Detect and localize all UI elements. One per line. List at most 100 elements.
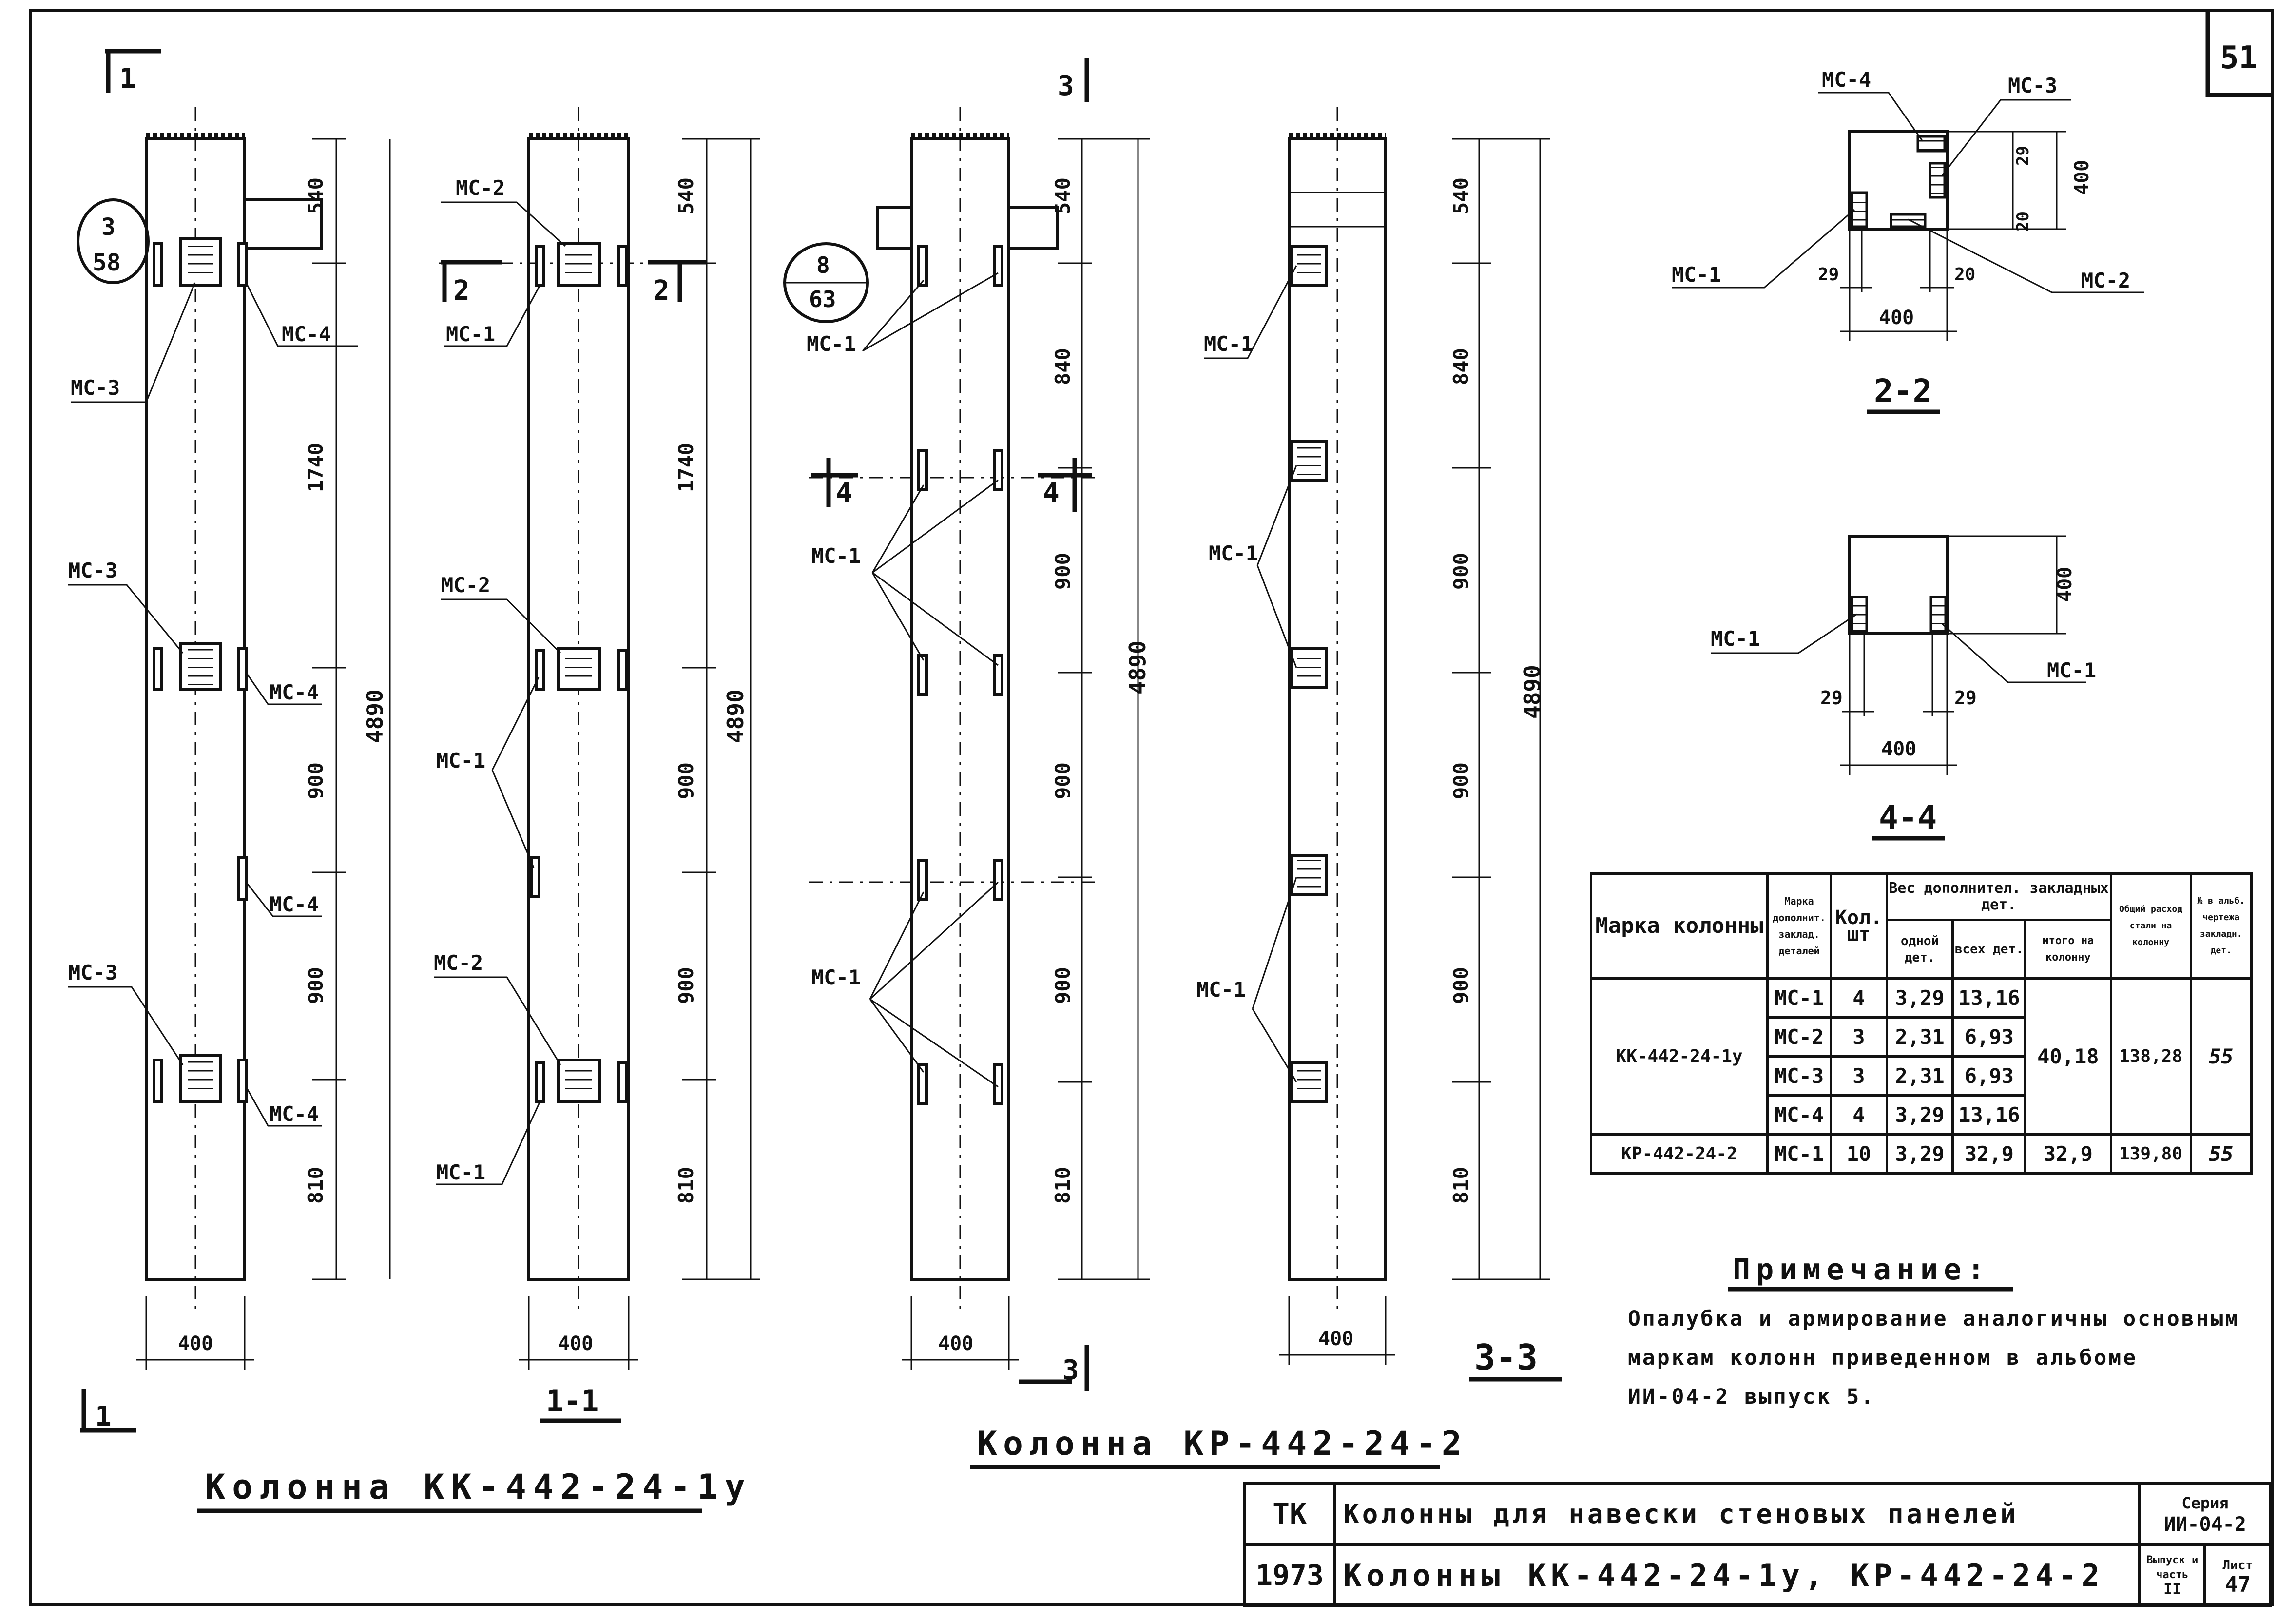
cut-mark-1-bottom: 1 [80, 1389, 136, 1433]
title-name: Колонны КК-442-24-1у, КР-442-24-2 [1333, 1543, 2142, 1607]
svg-text:29: 29 [2013, 146, 2033, 166]
specification-table: Марка колонны Марка дополнит. заклад. де… [1590, 872, 2253, 1175]
svg-text:МС-3: МС-3 [71, 376, 120, 400]
mc3-plate [179, 642, 222, 691]
svg-text:400: 400 [2071, 160, 2093, 195]
svg-text:20: 20 [2013, 212, 2033, 232]
svg-text:4890: 4890 [1519, 665, 1545, 719]
svg-text:810: 810 [674, 1167, 698, 1204]
table-cell: 2,31 [1885, 1055, 1954, 1097]
svg-text:1740: 1740 [674, 443, 698, 492]
svg-text:МС-4: МС-4 [1822, 68, 1871, 92]
svg-text:МС-4: МС-4 [270, 1102, 319, 1126]
mc1-plate [1290, 440, 1328, 482]
svg-text:МС-1: МС-1 [446, 322, 495, 346]
svg-text:МС-3: МС-3 [2008, 74, 2057, 97]
title-org: ТК [1242, 1482, 1337, 1546]
table-cell: 6,93 [1951, 1016, 2027, 1058]
sheet-frame [29, 9, 2274, 1606]
svg-text:900: 900 [1051, 553, 1075, 590]
note-line: маркам колонн приведенном в альбоме [1628, 1346, 2138, 1370]
svg-text:3: 3 [1058, 70, 1074, 102]
svg-text:51: 51 [2220, 40, 2257, 76]
sheet-label: Лист [2222, 1558, 2254, 1573]
node-callout: 8 63 [783, 242, 869, 323]
svg-text:МС-1: МС-1 [436, 749, 485, 772]
svg-text:Колонна КК-442-24-1у: Колонна КК-442-24-1у [205, 1467, 752, 1507]
svg-text:58: 58 [93, 249, 121, 276]
svg-text:1: 1 [119, 63, 136, 95]
issue-label: Выпуск и часть [2146, 1554, 2199, 1581]
svg-text:4-4: 4-4 [1879, 799, 1937, 836]
table-cell: 13,16 [1951, 1094, 2027, 1136]
svg-text:540: 540 [1449, 177, 1473, 214]
svg-text:3: 3 [101, 213, 116, 241]
svg-text:МС-1: МС-1 [1204, 332, 1253, 356]
svg-text:400: 400 [2054, 567, 2076, 602]
table-row: МС-4 4 3,29 13,16 [1591, 1094, 2252, 1136]
table-cell: 40,18 [2024, 977, 2112, 1136]
table-cell: 32,9 [1951, 1133, 2027, 1175]
note: Примечание: Опалубка и армирование анало… [1628, 1253, 2254, 1409]
svg-text:540: 540 [304, 177, 328, 214]
title-subject: Колонны для навески стеновых панелей [1333, 1482, 2142, 1546]
svg-text:Опалубка и армирование аналоги: Опалубка и армирование аналогичны основн… [1628, 1307, 2254, 1409]
table-header: № в альб. чертежа закладн. дет. [2189, 872, 2253, 980]
mc1-plate [1290, 854, 1328, 896]
svg-text:МС-1: МС-1 [2047, 658, 2096, 682]
title-series: Серия ИИ-04-2 [2138, 1482, 2272, 1546]
cut-mark-2-right: 2 [648, 260, 707, 307]
svg-text:900: 900 [1449, 762, 1473, 799]
table-header: всех дет. [1951, 919, 2027, 980]
note-line: Опалубка и армирование аналогичны основн… [1628, 1307, 2239, 1331]
svg-text:МС-2: МС-2 [441, 573, 490, 597]
svg-text:8: 8 [816, 252, 830, 278]
cut-mark-4-left: 4 [811, 458, 858, 509]
mc3-plate [179, 237, 222, 287]
svg-text:900: 900 [1449, 967, 1473, 1004]
table-cell: 55 [2189, 977, 2253, 1136]
kr-front-view: 540 840 900 900 900 810 4890 400 3 3 4 4 [783, 58, 1462, 1469]
mc3-plate [179, 1054, 222, 1103]
table-header: Марка колонны [1590, 872, 1769, 980]
svg-text:Примечание:: Примечание: [1733, 1253, 1990, 1287]
table-cell: 2,31 [1885, 1016, 1954, 1058]
table-header: Вес дополнител. закладных дет. [1885, 872, 2112, 921]
svg-text:1: 1 [95, 1401, 112, 1432]
svg-text:4890: 4890 [362, 689, 388, 743]
svg-text:540: 540 [674, 177, 698, 214]
mc2-plate [557, 242, 601, 287]
section-2-2: 400 29 20 400 29 20 МС-4 МС-3 МС-1 МС-2 … [1672, 68, 2144, 414]
svg-text:400: 400 [1318, 1328, 1353, 1350]
cut-mark-4-right: 4 [1038, 458, 1092, 512]
table-cell: КК-442-24-1у [1590, 977, 1769, 1136]
series-value: ИИ-04-2 [2164, 1513, 2246, 1536]
sheet-value: 47 [2225, 1572, 2251, 1597]
svg-text:400: 400 [1881, 738, 1916, 760]
svg-text:МС-1: МС-1 [1711, 627, 1760, 651]
svg-text:4890: 4890 [722, 689, 749, 743]
svg-text:900: 900 [1051, 762, 1075, 799]
svg-text:810: 810 [1051, 1167, 1075, 1204]
svg-text:840: 840 [1051, 348, 1075, 385]
svg-text:МС-2: МС-2 [456, 176, 505, 200]
table-cell: МС-2 [1766, 1016, 1833, 1058]
svg-text:МС-1: МС-1 [1209, 541, 1258, 565]
section-4-4: 400 400 29 29 МС-1 МС-1 4-4 [1711, 535, 2096, 841]
note-line: ИИ-04-2 выпуск 5. [1628, 1385, 1875, 1409]
svg-text:400: 400 [1879, 307, 1914, 329]
table-cell: 138,28 [2109, 977, 2192, 1136]
table-cell: 4 [1830, 977, 1888, 1019]
table-header: Кол. шт [1830, 872, 1888, 980]
table-header: одной дет. [1885, 919, 1954, 980]
svg-text:810: 810 [304, 1167, 328, 1204]
svg-text:2-2: 2-2 [1874, 372, 1932, 410]
svg-text:1-1: 1-1 [546, 1384, 598, 1418]
table-cell: 32,9 [2024, 1133, 2112, 1175]
svg-text:МС-2: МС-2 [2081, 269, 2130, 292]
table-cell: 3,29 [1885, 1133, 1954, 1175]
mc1-plate [1290, 647, 1328, 689]
title-sheet: Лист 47 [2203, 1543, 2272, 1607]
svg-text:810: 810 [1449, 1167, 1473, 1204]
table-row: КК-442-24-1у МС-1 4 3,29 13,16 40,18 138… [1590, 977, 2253, 1136]
